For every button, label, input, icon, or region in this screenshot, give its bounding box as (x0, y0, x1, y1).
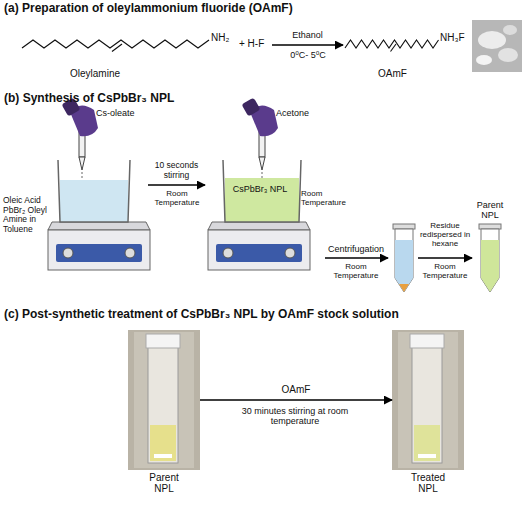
process-arrow (325, 257, 388, 259)
condition-label: Room Temperature (322, 263, 390, 281)
reaction-arrow (200, 399, 392, 401)
reagent-label: Acetone (276, 108, 336, 118)
node-text: Oleylamine (70, 68, 170, 79)
centrifuge-tube (479, 224, 501, 292)
panel-heading: (c) Post-synthetic treatment of CsPbBr₃ … (4, 308, 524, 321)
node-text: OAmF (378, 68, 428, 79)
node-text: Treated NPL (406, 472, 450, 494)
powder-photo (472, 20, 522, 72)
reagent-label: Cs-oleate (96, 108, 156, 118)
tube-sample: Parent NPL (466, 200, 514, 295)
panel-heading: (a) Preparation of oleylammonium fluorid… (4, 2, 424, 15)
step-label: Residue redispersed in hexane (414, 222, 476, 249)
condition-label: 0⁰C- 5⁰C (278, 50, 338, 60)
oamf-structure (345, 40, 439, 52)
cuvette-sample: Parent NPL (128, 330, 200, 502)
beaker (58, 160, 130, 222)
reaction-arrow (148, 184, 205, 186)
cuvette-photo (128, 330, 200, 470)
cuvette-photo (392, 330, 464, 470)
stirrer-beaker: Oleic Acid PbBr₂ Oleyl Amine in Toluene (2, 150, 148, 274)
oleylamine-structure (22, 40, 209, 52)
stirrer-beaker: CsPbBr₃ NPLRoom Temperature (205, 150, 340, 274)
cuvette-sample: Treated NPL (392, 330, 464, 502)
arrow-label: 10 seconds stirring (148, 161, 206, 180)
panel-heading: (b) Synthesis of CsPbBr₃ NPL (4, 92, 304, 105)
node-text: CsPbBr₃ NPL (230, 184, 290, 194)
node-text: Parent NPL (470, 200, 510, 220)
node-text: Oleic Acid PbBr₂ Oleyl Amine in Toluene (3, 196, 49, 234)
reaction-arrow (272, 44, 343, 46)
node-text: Parent NPL (144, 472, 184, 494)
node-text: NH₃F (440, 32, 472, 43)
node-text: + H-F (239, 38, 273, 49)
beaker (223, 160, 301, 222)
reactant-group: NH₂+ H-F Oleylamine (10, 28, 272, 83)
process-arrow (418, 257, 472, 259)
stirrer-plate (208, 222, 310, 270)
node-text: NH₂ (211, 32, 241, 43)
condition-label: Room Temperature (148, 190, 206, 208)
stirrer-plate (48, 222, 150, 270)
product-group: NH₃F OAmF (343, 28, 470, 83)
node-text: Room Temperature (301, 190, 345, 208)
pipette-hand (241, 97, 278, 180)
centrifuge-tube (393, 224, 415, 292)
condition-label: Room Temperature (414, 263, 476, 281)
arrow-label: Ethanol (278, 30, 338, 40)
condition-label: 30 minutes stirring at room temperature (225, 406, 365, 426)
pipette-hand (61, 97, 98, 182)
arrow-label: OAmF (266, 384, 326, 395)
step-label: Centrifugation (322, 244, 390, 254)
